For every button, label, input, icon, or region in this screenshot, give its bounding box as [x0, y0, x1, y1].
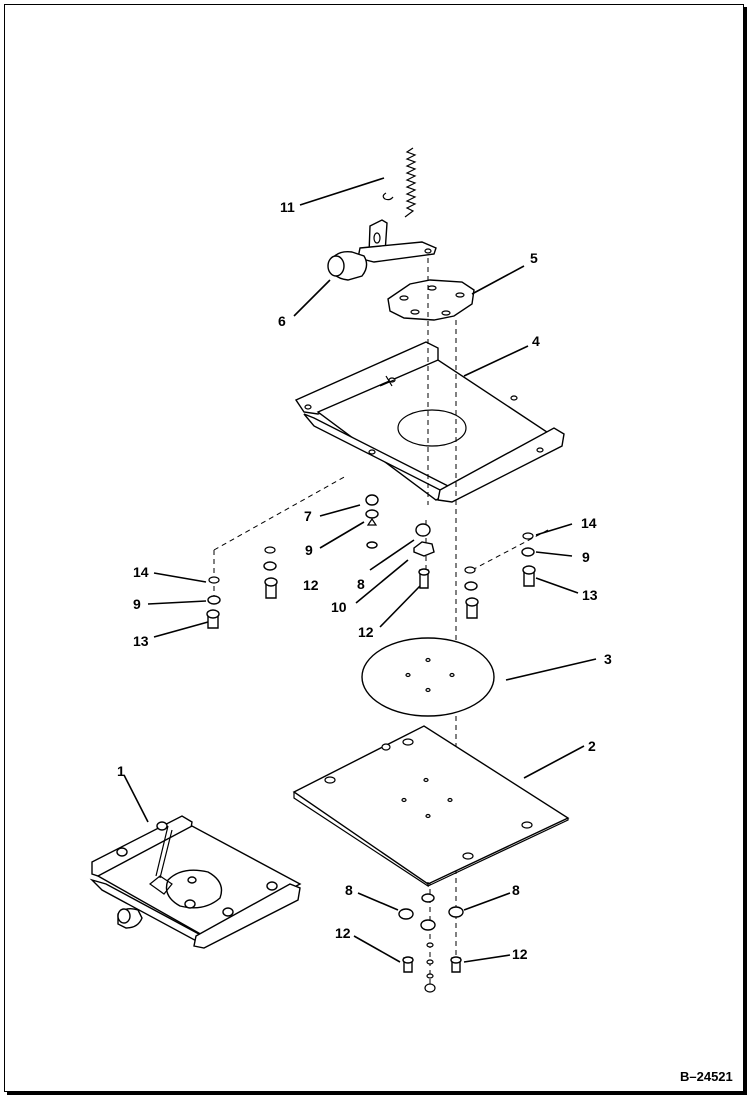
callout-11: 11: [280, 199, 295, 215]
center-hardware-stack: [365, 494, 435, 589]
callout-10: 10: [331, 599, 347, 615]
callout-12-center: 12: [358, 624, 374, 640]
round-disc-part: [361, 637, 495, 717]
callout-8-center: 8: [357, 576, 365, 592]
callout-6: 6: [278, 313, 286, 329]
leader-lines: [123, 177, 597, 963]
callout-14-left: 14: [133, 564, 149, 580]
callout-4: 4: [532, 333, 540, 349]
left-hardware-stack: [206, 546, 278, 629]
callout-8-bottom-right: 8: [512, 882, 520, 898]
callout-12-bottom-right: 12: [512, 946, 528, 962]
reference-number: B–24521: [680, 1069, 733, 1084]
callout-7: 7: [304, 508, 312, 524]
callout-13-right: 13: [582, 587, 598, 603]
callout-labels: 11 5 6 4 7 9 14 9 13 12 8 10 12 14 9 13 …: [117, 199, 612, 962]
callout-1: 1: [117, 763, 125, 779]
base-plate-part: [292, 725, 570, 888]
callout-14-right: 14: [581, 515, 597, 531]
callout-5: 5: [530, 250, 538, 266]
notched-plate-part: [387, 279, 475, 321]
callout-12-bottom-left: 12: [335, 925, 351, 941]
callout-8-bottom-left: 8: [345, 882, 353, 898]
callout-9-right: 9: [582, 549, 590, 565]
lever-handle-part: [327, 219, 437, 281]
callout-2: 2: [588, 738, 596, 754]
callout-9-center: 9: [305, 542, 313, 558]
right-hardware-stack: [464, 532, 536, 619]
upper-slide-plate-part: [294, 341, 565, 503]
assembled-view-part: [89, 815, 302, 949]
callout-13-left: 13: [133, 633, 149, 649]
callout-3: 3: [604, 651, 612, 667]
spring-part: [382, 147, 417, 218]
callout-9-left: 9: [133, 596, 141, 612]
bottom-hardware: [398, 893, 464, 993]
callout-12-partial: 12: [303, 577, 319, 593]
